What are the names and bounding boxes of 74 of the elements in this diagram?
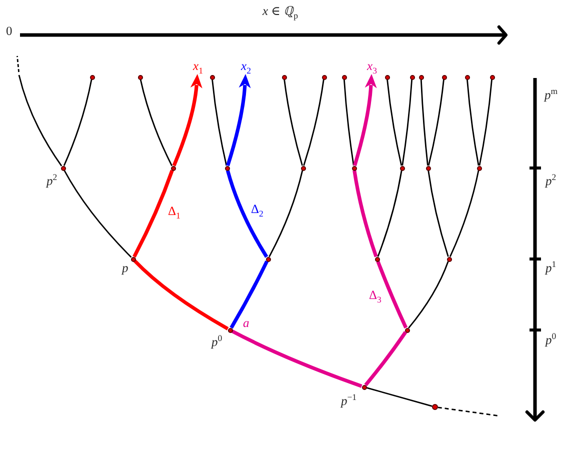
tree-branch [64,170,132,258]
vertex-dot [60,166,66,170]
vertex-label: p [122,260,128,276]
tree-branch [408,261,449,329]
vertex-dot [210,74,214,80]
highlighted-branch [226,170,268,258]
vertex-dot [476,166,482,170]
vertex-dot [282,74,286,80]
vertex-dot [362,384,366,390]
highlighted-branch [231,330,362,388]
axis-label: x ∈ ℚ$_{p}$ [262,3,298,20]
tree-branch [343,79,354,166]
tick-label: p$^{m}$ [544,87,558,104]
vertex-dot [300,166,306,170]
vertex-dot [352,166,356,170]
vertex-label: p$^{−1}$ [341,393,357,410]
tree-branch [377,170,402,257]
tree-branch [366,387,432,407]
tree-branch [284,79,303,166]
tree-branch [428,79,444,166]
tree-branch [140,79,172,166]
vertex-label: a [243,315,250,332]
vertex-label: p$^{0}$ [212,334,222,350]
tick-label: p$^{2}$ [546,173,556,190]
endpoint-label: x$_{2}$ [241,58,251,74]
highlighted-branch [230,260,269,329]
arrow [353,74,377,166]
vertex-dot [224,166,230,170]
tick-label: p$^{1}$ [546,260,556,276]
tree-branch [428,170,449,257]
vertex-dot [342,74,346,80]
tree-branch [402,79,413,166]
highlighted-branch [133,260,229,330]
tree-branch [63,79,92,166]
vertex-dot [426,166,430,170]
dashed-branch [438,406,500,417]
tree-branch [268,170,304,258]
vertex-dot [404,328,410,332]
vertex-dot [130,256,136,262]
vertex-dot [322,74,326,80]
vertex-dot [374,256,380,262]
tree-branch [303,79,324,166]
arrow [226,74,251,166]
origin-label: 0 [6,23,12,40]
tree-branch [420,79,428,166]
vertex-dot [446,256,452,262]
endpoint-label: x$_{3}$ [367,58,377,74]
tree-branch [449,170,480,258]
vertex-dot [228,328,232,332]
vertex-dot [410,74,414,80]
vertex-dot [170,166,176,170]
vertex-label: p$^{2}$ [46,173,58,190]
highlighted-branch [352,170,378,258]
vertex-dot [400,166,404,170]
vertex-dot [266,256,270,262]
highlighted-branch [364,331,408,386]
endpoint-label: x$_{1}$ [193,58,203,74]
vertex-dot [384,74,390,80]
vertex-dot [138,74,142,80]
tree-branch [212,79,228,166]
highlighted-branch [132,170,174,258]
vertex-dot [418,74,424,80]
vertex-dot [442,74,446,80]
tick-label: p$^{0}$ [546,332,556,348]
vertex-dot [490,74,494,80]
tree-branch [386,79,402,166]
vertex-dot [90,74,94,80]
tree-branch [466,79,480,166]
highlighted-branch [376,260,408,328]
vertex-dot [432,404,438,410]
arrow [172,74,202,166]
tree-branch [478,79,492,166]
tree-branch [18,74,62,166]
vertex-dot [464,74,470,80]
